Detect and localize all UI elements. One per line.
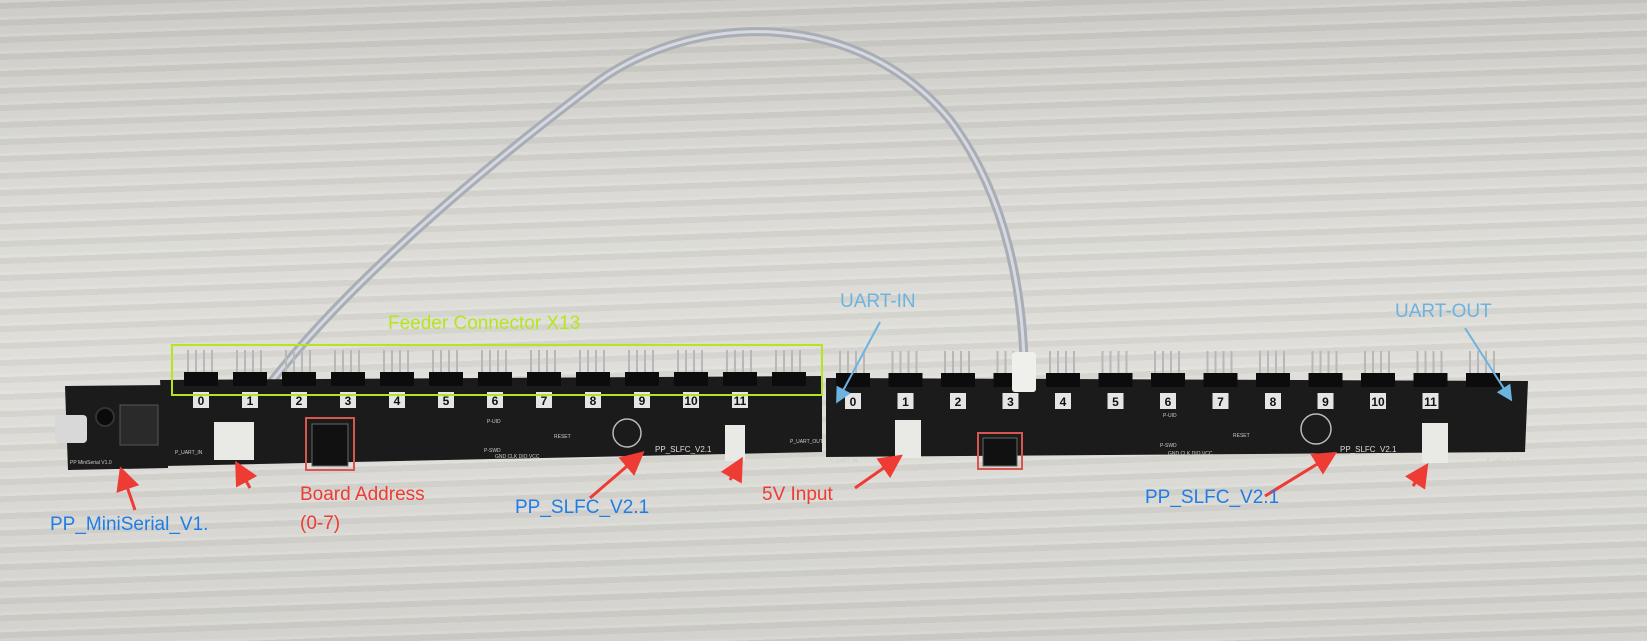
slot-number: 11 <box>1424 395 1437 409</box>
board-address-box-left <box>305 417 355 471</box>
slot-number-box <box>1212 393 1229 409</box>
slot-number-box <box>1422 393 1439 409</box>
slot-number: 5 <box>443 394 450 408</box>
slot-number: 1 <box>247 394 254 408</box>
pin-header <box>576 372 610 386</box>
five-v-input-label: 5V Input <box>762 484 833 505</box>
slot-number-box <box>1160 393 1176 409</box>
slot-number: 9 <box>639 394 646 408</box>
mini-serial-label: PP_MiniSerial_V1. <box>50 514 209 535</box>
slot-number: 3 <box>1007 395 1014 409</box>
pin-header <box>772 372 806 386</box>
silk-p-uid: P-UID <box>1163 413 1177 419</box>
pin-header <box>282 372 316 386</box>
silk-reset: RESET <box>1233 433 1250 439</box>
feeder-connector-box <box>171 344 823 396</box>
silk-uart-in: P_UART_IN <box>175 450 203 456</box>
silk-swd-pins: GND CLK DIO VCC <box>1168 451 1213 457</box>
slot-number: 8 <box>1270 395 1277 409</box>
slot-number-box <box>1002 393 1019 409</box>
slot-number: 3 <box>345 394 352 408</box>
jst-connector <box>725 425 745 461</box>
pin-header <box>1308 373 1343 387</box>
silk-p-swd: P-SWD <box>484 448 501 454</box>
pin-header <box>1256 373 1290 387</box>
pin-header <box>723 372 757 386</box>
pin-header <box>184 372 218 386</box>
pin-header <box>888 373 923 387</box>
slot-number-box <box>1265 393 1281 409</box>
pin-header <box>1413 373 1448 387</box>
pin-header <box>380 372 414 386</box>
jst-connector <box>895 420 921 458</box>
uart-out-label: UART-OUT <box>1395 301 1492 322</box>
slot-number: 4 <box>1060 395 1067 409</box>
slot-number: 0 <box>198 394 205 408</box>
slot-number: 0 <box>850 395 857 409</box>
silk-p-uid: P-UID <box>487 419 501 425</box>
slot-number: 7 <box>1217 395 1224 409</box>
pin-header <box>478 372 512 386</box>
silk-uart-out: P_UART_OUT <box>1487 458 1520 464</box>
board-address-label: Board Address <box>300 484 425 505</box>
slfc-right-label: PP_SLFC_V2.1 <box>1145 487 1280 508</box>
silk-p-swd: P-SWD <box>1160 443 1177 449</box>
usb-c-connector <box>55 415 87 443</box>
slot-number-box <box>1055 393 1071 409</box>
pin-header <box>331 372 365 386</box>
silk-reset: RESET <box>554 434 571 440</box>
slot-number-box <box>1317 393 1334 409</box>
silk-uart-in: P_UART_IN <box>830 458 858 464</box>
board-address-box-right <box>977 432 1023 470</box>
silk-swd-pins: GND CLK DIO VCC <box>495 454 540 460</box>
jst-connector <box>214 422 254 460</box>
pin-header <box>527 372 561 386</box>
cable-plug <box>1012 352 1036 392</box>
slot-number: 6 <box>1165 395 1172 409</box>
jst-connector <box>1422 423 1448 463</box>
slot-number-box <box>950 393 966 409</box>
pin-header <box>674 372 708 386</box>
uart-in-label: UART-IN <box>840 291 916 312</box>
silk-board-name: PP_SLFC_V2.1 <box>1340 445 1397 454</box>
silk-mini-name: PP MiniSerial V1.0 <box>70 460 112 466</box>
pin-header <box>429 372 463 386</box>
slfc-left-label: PP_SLFC_V2.1 <box>515 497 650 518</box>
slot-number: 11 <box>734 394 747 408</box>
slot-number: 10 <box>1371 395 1385 409</box>
slot-number: 9 <box>1322 395 1329 409</box>
slot-number: 2 <box>296 394 303 408</box>
silk-board-name: PP_SLFC_V2.1 <box>655 445 712 454</box>
slot-number: 8 <box>590 394 597 408</box>
slot-number: 5 <box>1112 395 1119 409</box>
slot-number: 4 <box>394 394 401 408</box>
slot-number-box <box>897 393 914 409</box>
pin-header <box>233 372 267 386</box>
slot-number: 6 <box>492 394 499 408</box>
slot-number: 7 <box>541 394 548 408</box>
pin-header <box>836 373 870 387</box>
pin-header <box>625 372 659 386</box>
pin-header <box>941 373 975 387</box>
slot-number: 2 <box>955 395 962 409</box>
pin-header <box>1046 373 1080 387</box>
slot-number-box <box>1107 393 1124 409</box>
slot-number-box <box>1370 393 1386 409</box>
pin-header <box>1151 373 1185 387</box>
red-arrows <box>116 451 1429 511</box>
pin-header <box>1466 373 1500 387</box>
slfc-board-right <box>826 378 1528 457</box>
pin-header <box>1361 373 1395 387</box>
silk-uart-out: P_UART_OUT <box>790 439 823 445</box>
slot-number: 1 <box>902 395 909 409</box>
board-address-range: (0-7) <box>300 513 341 534</box>
feeder-connector-label: Feeder Connector X13 <box>388 313 581 334</box>
pin-header <box>1098 373 1133 387</box>
blue-arrows <box>836 321 1513 404</box>
slot-number: 10 <box>684 394 698 408</box>
pin-header <box>1203 373 1238 387</box>
